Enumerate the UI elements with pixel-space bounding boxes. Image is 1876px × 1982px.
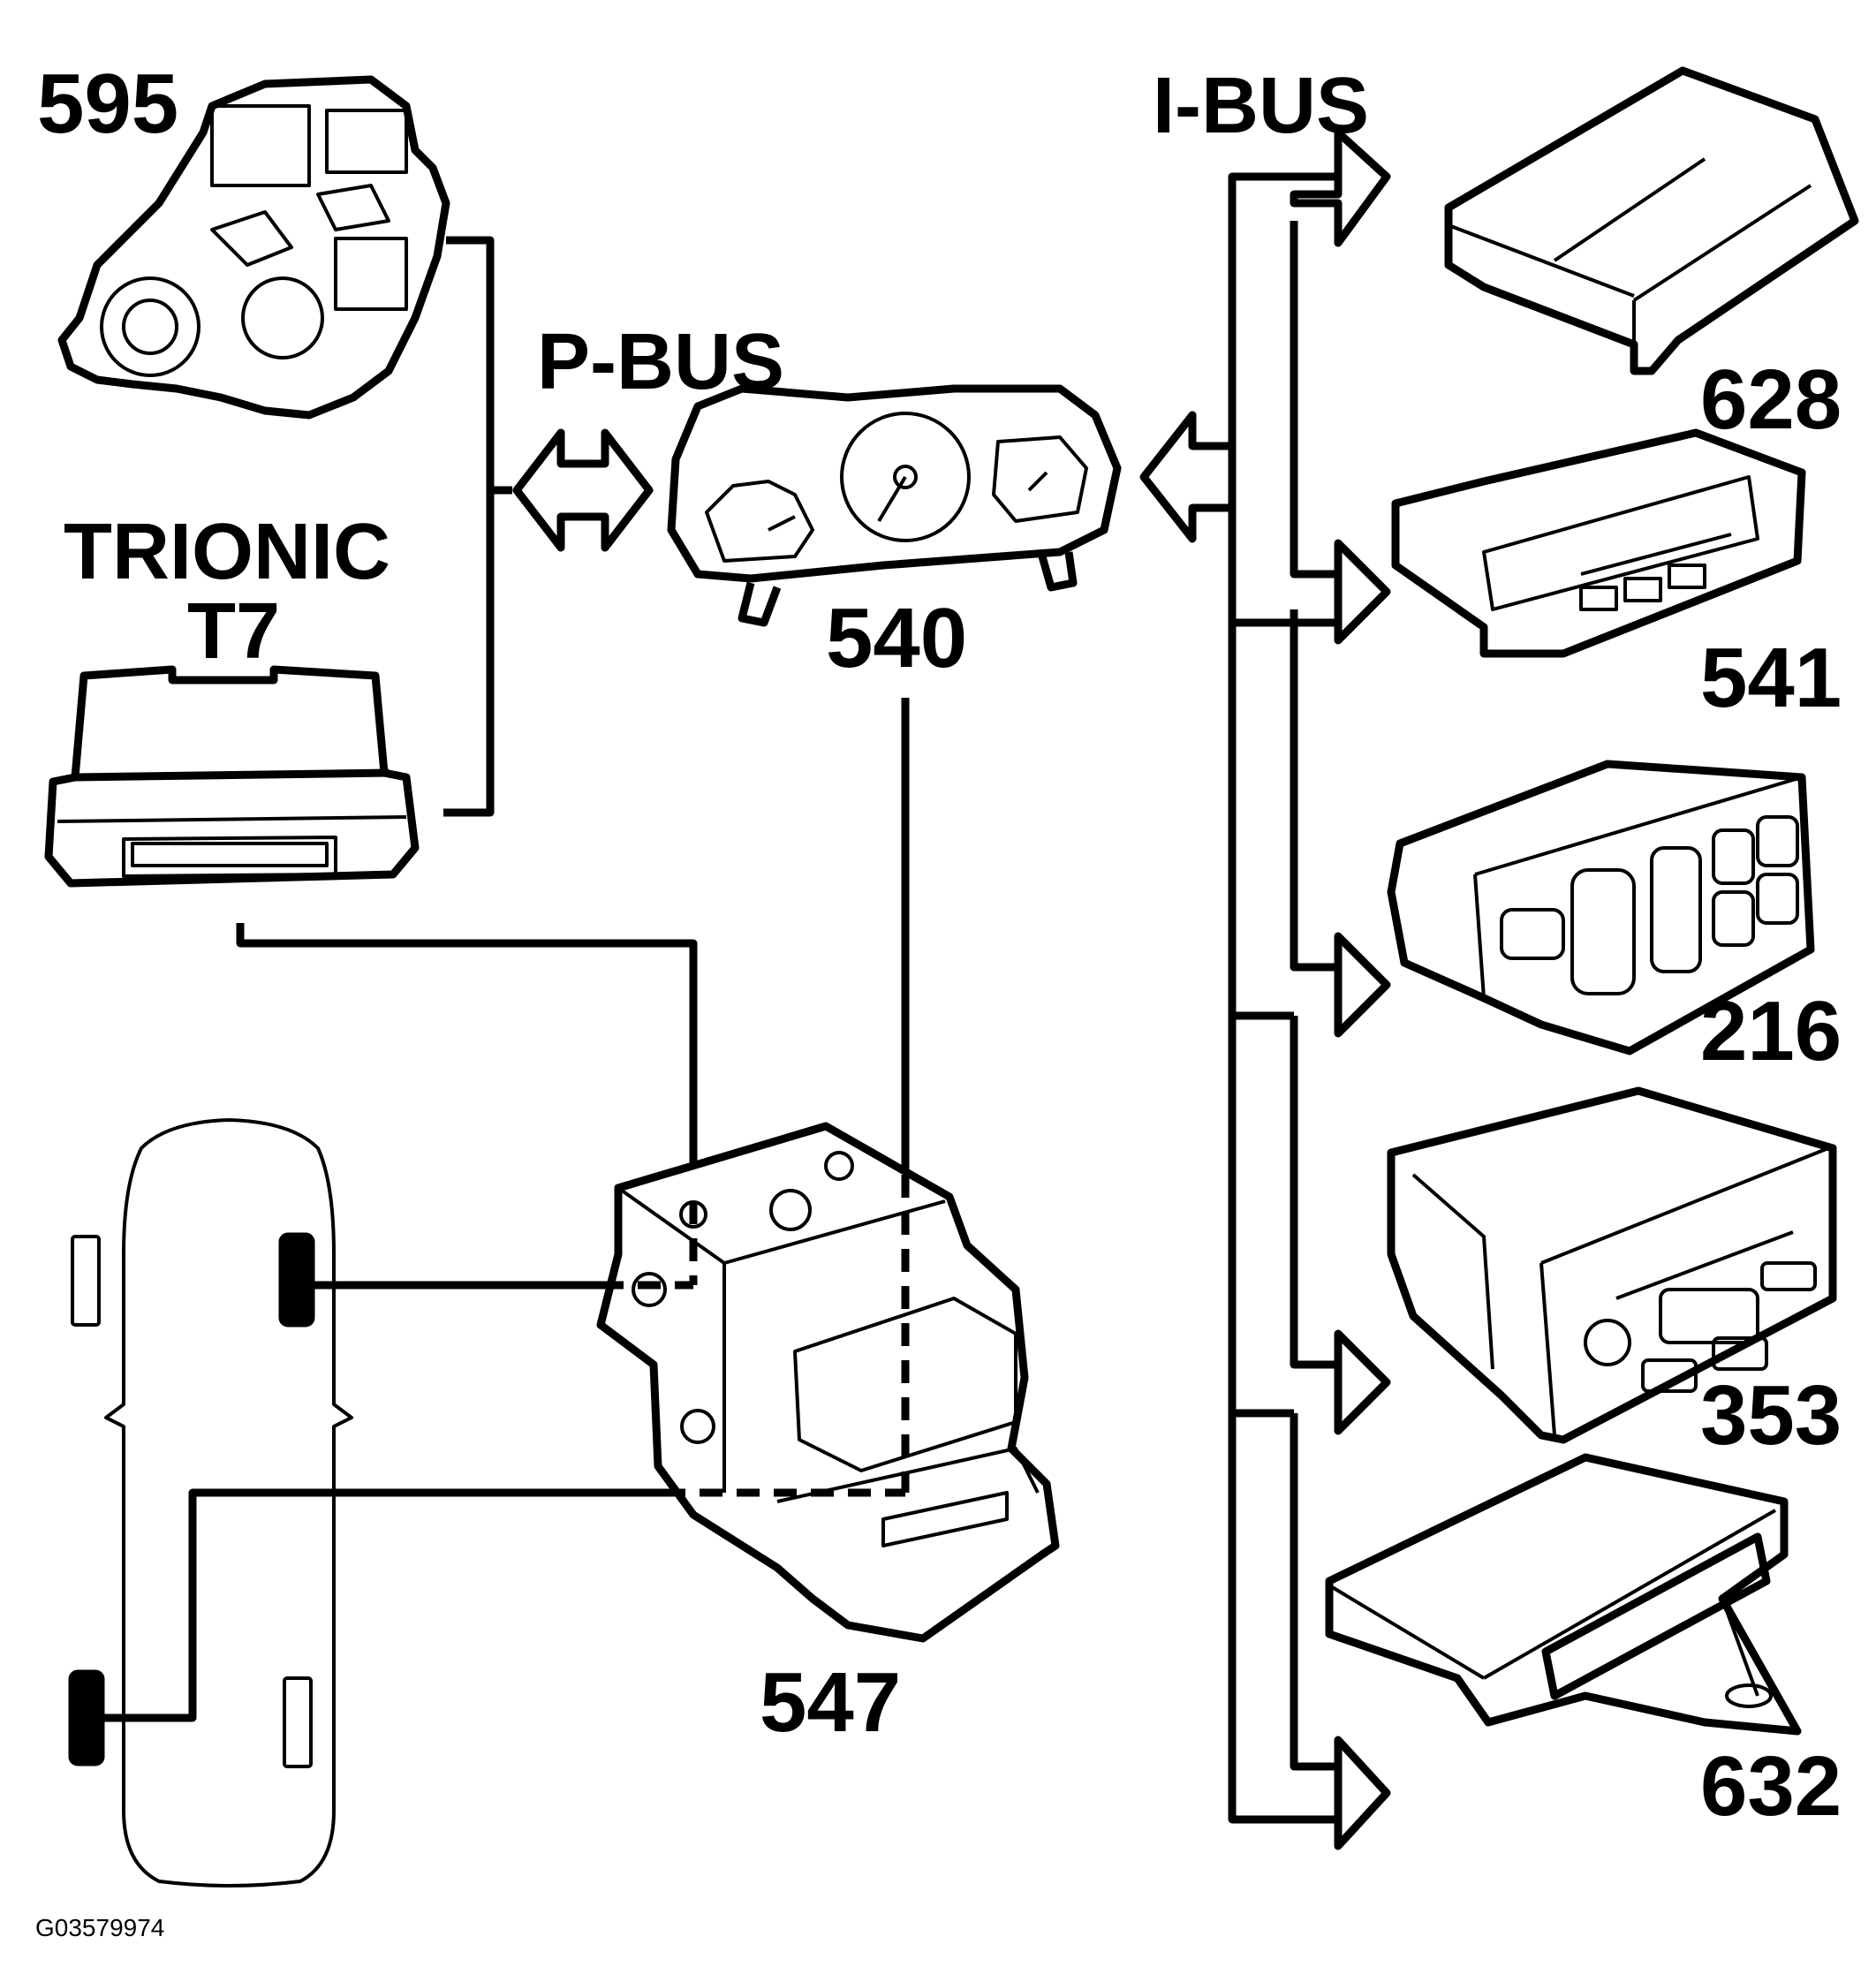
- label-632: 632: [1700, 1739, 1842, 1834]
- label-trionic: TRIONIC: [64, 508, 390, 596]
- abs-hidden-lines: [601, 1175, 910, 1497]
- label-353: 353: [1700, 1368, 1842, 1463]
- label-547: 547: [760, 1655, 901, 1750]
- label-540: 540: [826, 591, 967, 685]
- module-216: [1387, 760, 1815, 1055]
- module-632: [1325, 1453, 1802, 1736]
- abs-unit-547: [596, 1122, 1060, 1643]
- p-bus-link-bracket: [443, 236, 495, 817]
- label-t7: T7: [187, 587, 280, 676]
- injection-pump-595: [57, 75, 450, 420]
- module-628: [1444, 66, 1859, 375]
- instrument-cluster-540: [667, 384, 1122, 627]
- vehicle-outline: [68, 1118, 353, 1887]
- i-bus-trunk: [1228, 172, 1338, 1824]
- module-541: [1391, 428, 1806, 658]
- p-bus-double-arrow: [512, 428, 654, 552]
- label-i-bus: I-BUS: [1153, 62, 1369, 150]
- label-595: 595: [37, 57, 178, 151]
- figure-code: G03579974: [35, 1914, 164, 1941]
- label-628: 628: [1700, 352, 1842, 447]
- wheel-sensor-rear-line: [101, 1488, 662, 1722]
- module-353: [1387, 1086, 1837, 1444]
- label-216: 216: [1700, 984, 1842, 1078]
- i-bus-to-540-arrow: [1139, 411, 1237, 543]
- label-541: 541: [1700, 631, 1842, 725]
- link-t7-547: [236, 923, 698, 1201]
- trionic-ecu: [44, 665, 420, 888]
- i-bus-arrows: [1232, 128, 1391, 1850]
